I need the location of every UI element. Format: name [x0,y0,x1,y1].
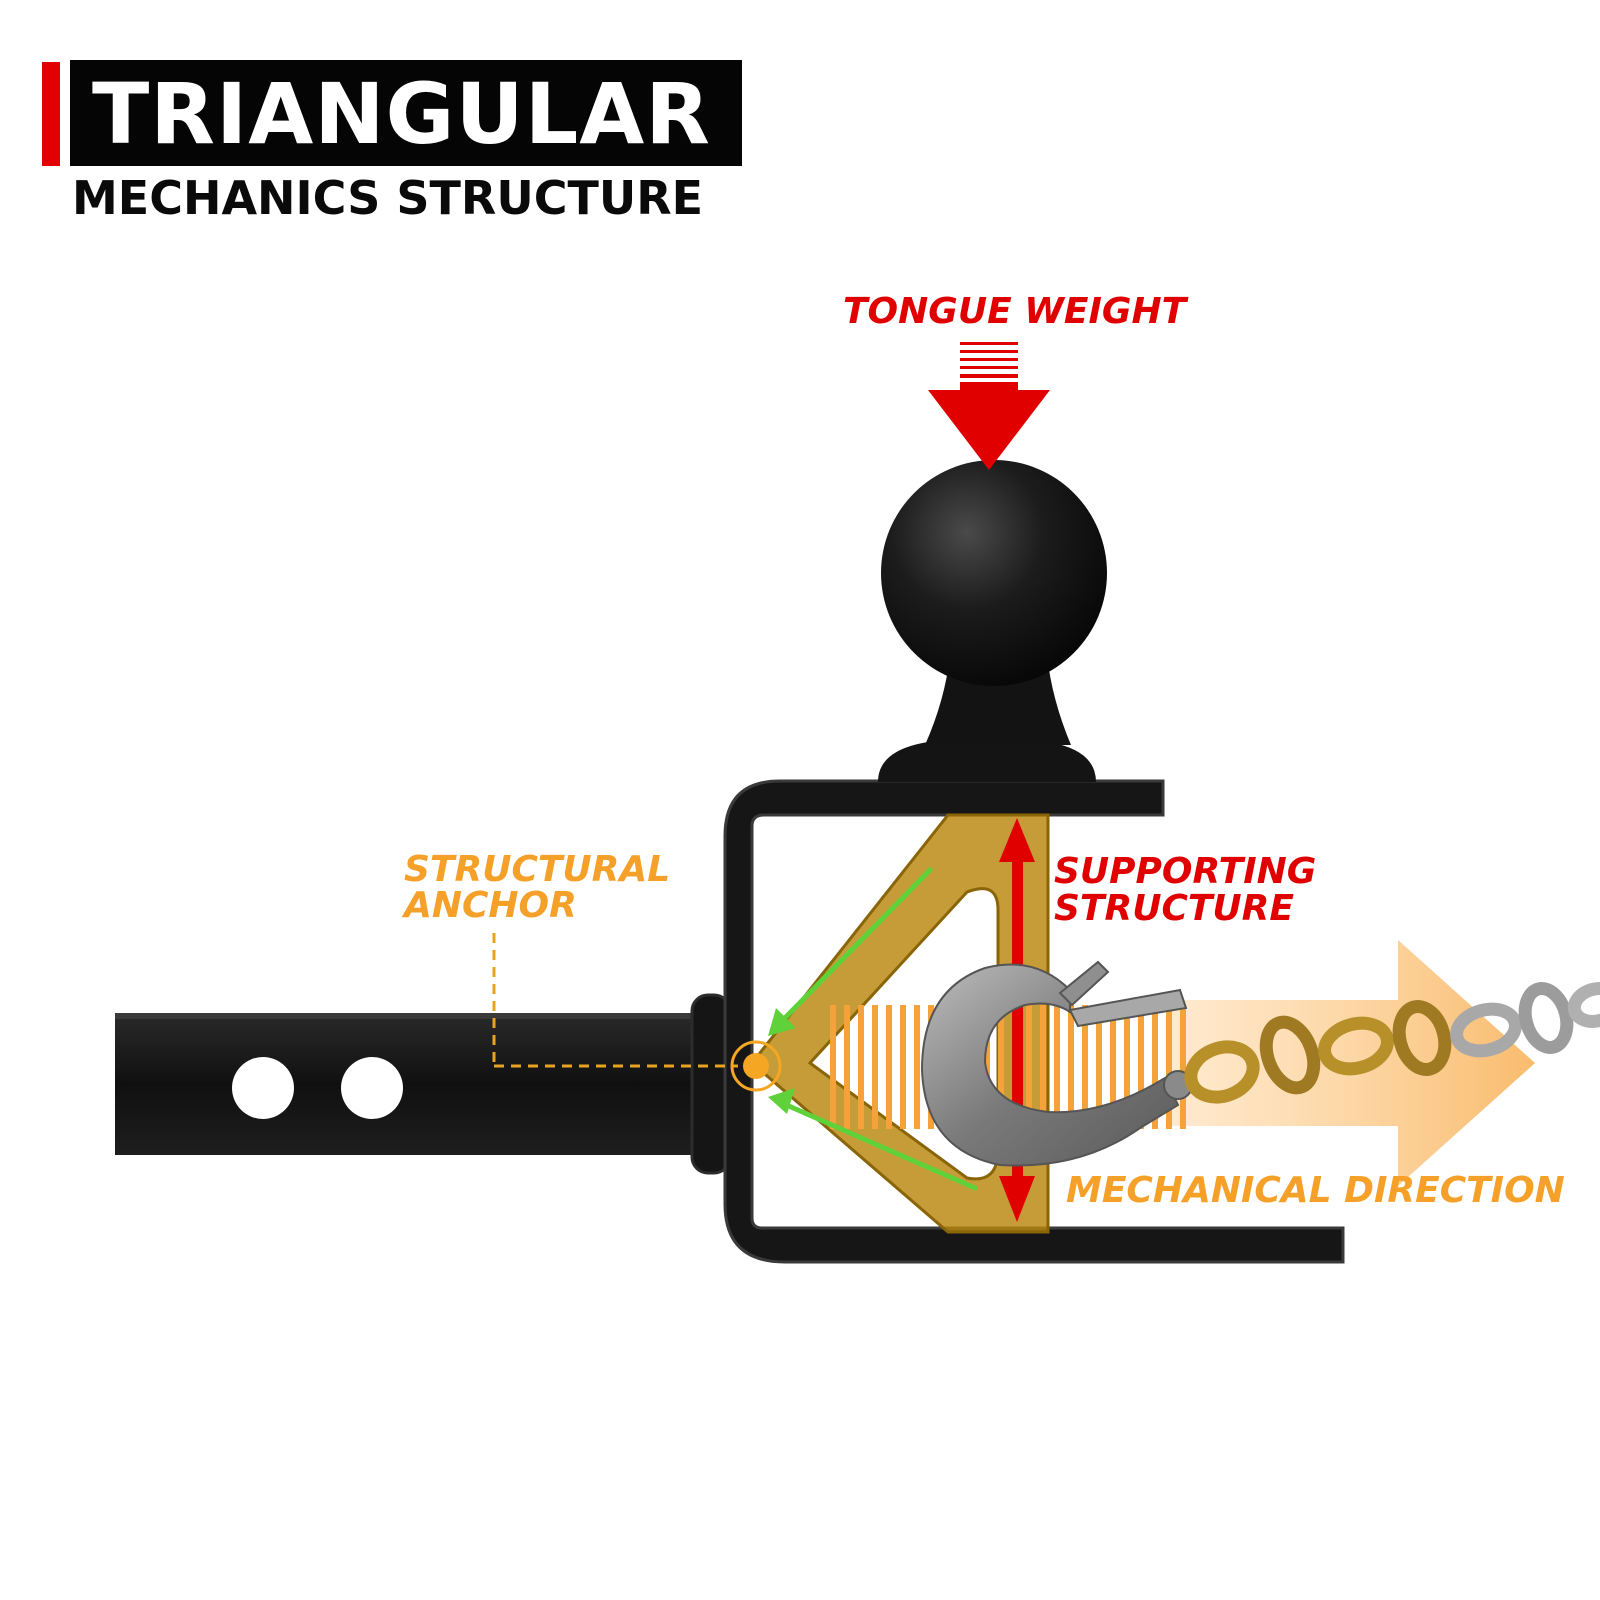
header-accent-bar [42,62,60,166]
structural-anchor-label-line1: STRUCTURAL [404,849,671,890]
flow-arrows [777,867,978,1191]
supporting-structure-label-line1: SUPPORTING [1054,851,1317,892]
shank-hole-2 [341,1057,403,1119]
hitch-shank [115,1013,715,1155]
tongue-weight-arrow-icon [928,342,1050,470]
hitch-ball [881,460,1107,686]
supporting-structure-label-line2: STRUCTURE [1054,888,1294,929]
shank-hole-1 [232,1057,294,1119]
page-subtitle: MECHANICS STRUCTURE [72,171,704,225]
structural-anchor-label-line2: ANCHOR [404,885,577,926]
tongue-weight-label: TONGUE WEIGHT [843,291,1187,332]
u-bracket [723,779,1345,1264]
mechanical-direction-label: MECHANICAL DIRECTION [1066,1170,1565,1211]
flow-arrowhead-lower [768,1088,795,1114]
anchor-leader-line [492,933,738,1068]
safety-chain [1184,982,1600,1104]
supporting-arrow-icon [999,818,1035,1222]
page-title: TRIANGULAR [92,65,711,163]
flow-arrowhead-upper [768,1008,796,1036]
header-title-box [70,60,742,166]
safety-hook [920,960,1193,1167]
anchor-point-icon [730,1040,782,1092]
ball-base [878,742,1096,782]
